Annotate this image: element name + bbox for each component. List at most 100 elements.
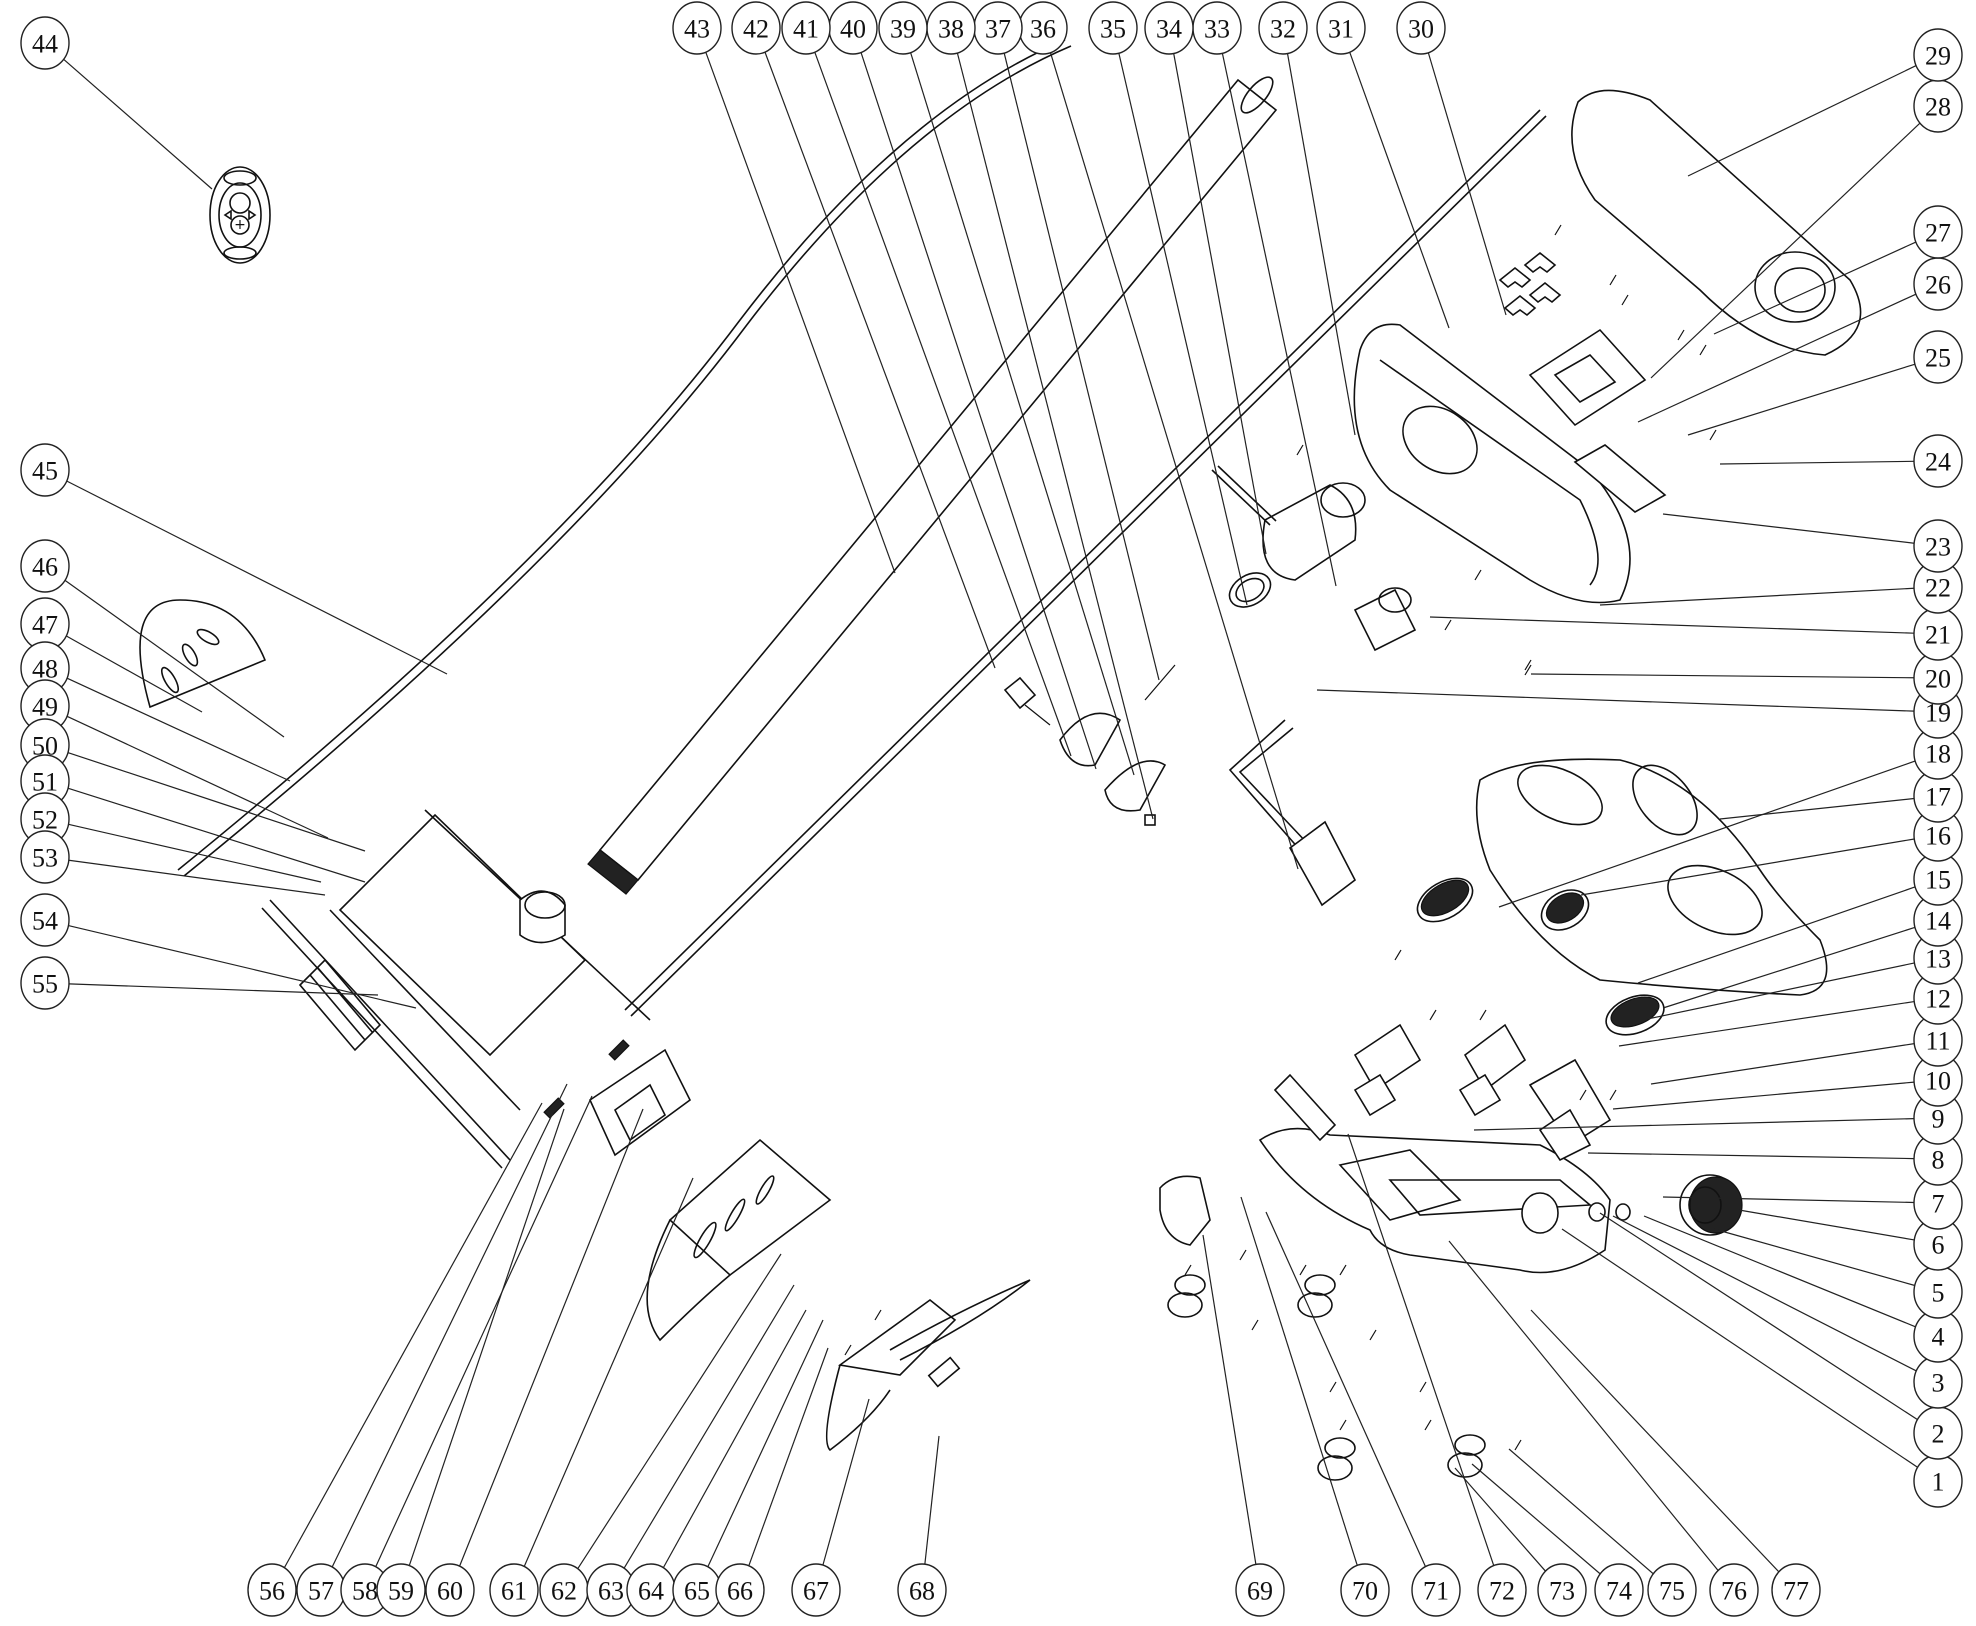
leader-line-17 [1719,797,1915,820]
callout-number: 5 [1932,1279,1945,1308]
leader-line-58 [374,1095,593,1569]
callout-32: 32 [1258,1,1308,55]
leader-line-13 [1637,962,1915,1022]
cable-icon [177,39,1072,877]
callout-number: 49 [32,693,58,722]
callout-71: 71 [1411,1563,1461,1617]
callout-circle [1913,330,1963,384]
callout-63: 63 [586,1563,636,1617]
pin-icon [1211,465,1277,526]
callout-61: 61 [489,1563,539,1617]
leader-line-32 [1286,51,1356,436]
leader-line-40 [859,50,1097,770]
callout-number: 41 [793,15,819,44]
cable-gland-icon [1353,587,1417,652]
leader-line-64 [662,1309,807,1570]
leader-line-65 [706,1319,824,1569]
callout-62: 62 [539,1563,589,1617]
leader-line-73 [1454,1467,1547,1573]
leader-line-74 [1471,1463,1602,1575]
callout-73: 73 [1537,1563,1587,1617]
callout-circle [1235,1563,1285,1617]
callout-37: 37 [973,1,1023,55]
leader-line-16 [1580,838,1915,896]
leader-line-25 [1687,363,1916,436]
callout-number: 30 [1408,15,1434,44]
callout-33: 33 [1192,1,1242,55]
callout-number: 14 [1925,907,1951,936]
callout-53: 53 [20,830,70,884]
leader-line-72 [1347,1133,1495,1568]
leader-line-4 [1643,1215,1917,1328]
leader-line-46 [64,579,285,738]
clamp-icon [1003,664,1176,826]
leader-line-55 [68,983,379,996]
callout-number: 39 [890,15,916,44]
leader-line-47 [65,635,203,713]
callout-circle [715,1563,765,1617]
callout-number: 51 [32,768,58,797]
leader-line-51 [67,787,366,883]
callout-number: 55 [32,970,58,999]
callout-number: 7 [1932,1190,1945,1219]
leader-line-33 [1221,51,1337,587]
leader-line-12 [1618,1000,1915,1047]
leader-line-44 [62,58,213,190]
motor-icon [261,899,511,1169]
callout-number: 3 [1932,1369,1945,1398]
leader-line-36 [1049,50,1299,870]
callout-15: 15 [1913,852,1963,906]
brush-plate-icon [588,1048,692,1157]
leader-line-68 [924,1435,940,1567]
svg-text:+: + [234,217,246,233]
callout-number: 27 [1925,219,1951,248]
callout-41: 41 [781,1,831,55]
callout-number: 6 [1932,1231,1945,1260]
callout-number: 31 [1328,15,1354,44]
callout-1: 1 [1913,1454,1963,1508]
leader-line-27 [1713,241,1917,335]
bracket-icon [1573,444,1667,513]
heel-rest-icon [1159,1175,1211,1246]
callout-76: 76 [1709,1563,1759,1617]
callout-number: 69 [1247,1577,1273,1606]
callout-54: 54 [20,893,70,947]
callout-number: 54 [32,907,58,936]
leader-line-7 [1662,1196,1915,1204]
leader-line-43 [704,50,896,574]
push-rod-icon [624,109,1547,1017]
leader-line-19 [1316,689,1915,712]
callout-46: 46 [20,539,70,593]
remote-icon: + [209,166,271,264]
leader-line-31 [1348,50,1450,329]
leader-line-3 [1612,1215,1917,1372]
callout-circle [1594,1563,1644,1617]
prop-nut-icon [927,1356,961,1388]
leader-line-2 [1599,1212,1919,1421]
callout-circle [878,1,928,55]
callout-10: 10 [1913,1053,1963,1107]
callout-number: 76 [1721,1577,1747,1606]
callout-25: 25 [1913,330,1963,384]
callout-circle [1396,1,1446,55]
leader-line-53 [68,859,326,896]
callout-number: 66 [727,1577,753,1606]
callout-36: 36 [1018,1,1068,55]
callout-circle [425,1563,475,1617]
callout-26: 26 [1913,257,1963,311]
leader-line-62 [576,1253,782,1571]
callout-3: 3 [1913,1355,1963,1409]
callout-number: 72 [1489,1577,1515,1606]
callout-number: 65 [684,1577,710,1606]
callout-24: 24 [1913,434,1963,488]
switch-icon [1353,1023,1612,1162]
leader-line-29 [1687,64,1917,177]
callout-number: 12 [1925,985,1951,1014]
callout-31: 31 [1316,1,1366,55]
leader-line-1 [1561,1228,1919,1469]
callout-number: 67 [803,1577,829,1606]
callout-number: 70 [1352,1577,1378,1606]
callout-number: 8 [1932,1146,1945,1175]
callout-circle [20,539,70,593]
